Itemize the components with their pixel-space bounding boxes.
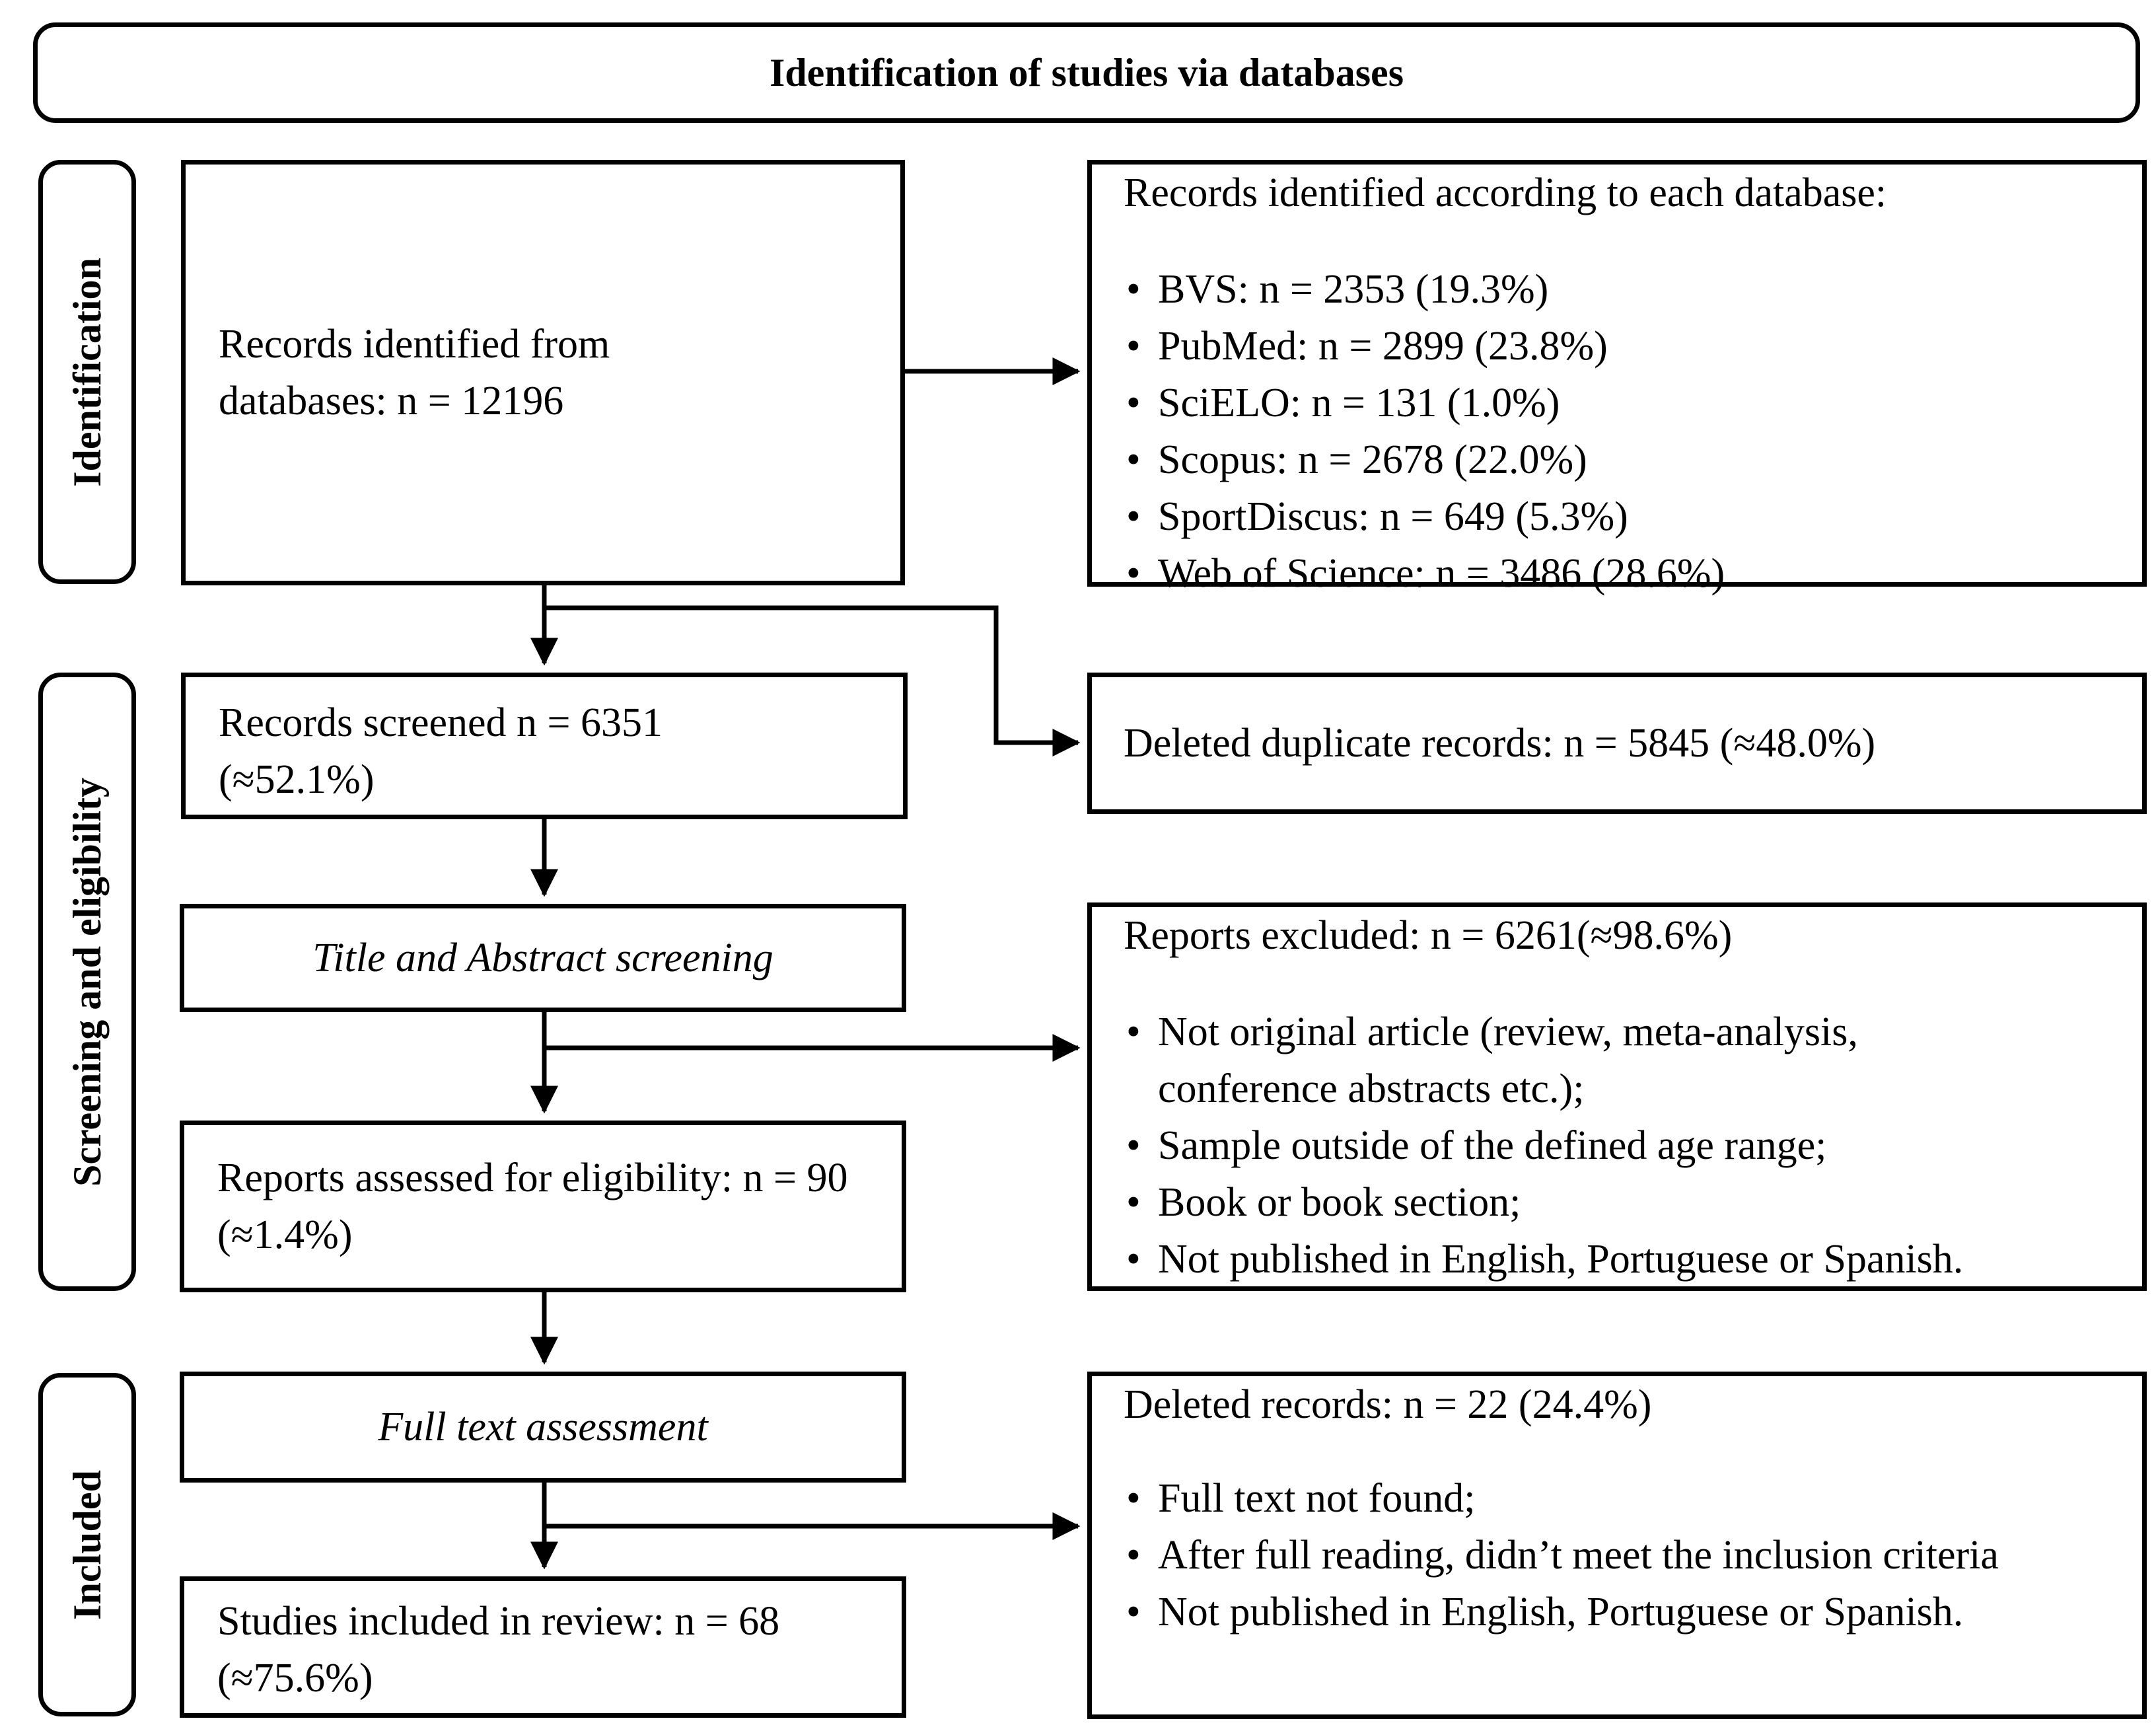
- list-item: Web of Science: n = 3486 (28.6%): [1124, 545, 2122, 602]
- records-identified-box: Records identified from databases: n = 1…: [181, 160, 905, 585]
- list-item: PubMed: n = 2899 (23.8%): [1124, 318, 2122, 375]
- full-text-text: Full text assessment: [378, 1405, 708, 1450]
- list-item: After full reading, didn’t meet the incl…: [1124, 1527, 2017, 1584]
- arrow-to-duplicates: [544, 605, 1081, 756]
- list-item: SportDiscus: n = 649 (5.3%): [1124, 488, 2122, 545]
- eligibility-text: Reports assessed for eligibility: n = 90…: [217, 1156, 848, 1257]
- duplicates-text: Deleted duplicate records: n = 5845 (≈48…: [1124, 721, 1876, 766]
- stage-screening: Screening and eligibility: [38, 673, 136, 1291]
- full-text-box: Full text assessment: [180, 1372, 906, 1483]
- list-item: SciELO: n = 131 (1.0%): [1124, 375, 2122, 431]
- list-item: Not published in English, Portuguese or …: [1124, 1231, 2075, 1288]
- database-list: BVS: n = 2353 (19.3%) PubMed: n = 2899 (…: [1124, 261, 2122, 602]
- studies-included-text: Studies included in review: n = 68 (≈75.…: [217, 1599, 780, 1701]
- stage-identification: Identification: [38, 160, 136, 584]
- records-identified-text: Records identified from databases: n = 1…: [219, 322, 610, 423]
- duplicates-box: Deleted duplicate records: n = 5845 (≈48…: [1087, 673, 2147, 814]
- studies-included-box: Studies included in review: n = 68 (≈75.…: [180, 1576, 906, 1718]
- reports-excluded-title: Reports excluded: n = 6261(≈98.6%): [1124, 913, 1733, 958]
- deleted-records-list: Full text not found; After full reading,…: [1124, 1470, 2122, 1640]
- flow-header-title: Identification of studies via databases: [769, 50, 1404, 94]
- records-screened-text: Records screened n = 6351 (≈52.1%): [219, 700, 663, 802]
- by-database-box: Records identified according to each dat…: [1087, 160, 2147, 602]
- list-item: Book or book section;: [1124, 1174, 2075, 1231]
- flow-header: Identification of studies via databases: [33, 22, 2140, 123]
- list-item: Sample outside of the defined age range;: [1124, 1117, 2075, 1174]
- stage-included: Included: [38, 1373, 136, 1716]
- deleted-records-title: Deleted records: n = 22 (24.4%): [1124, 1382, 1652, 1427]
- exclusion-list: Not original article (review, meta-analy…: [1124, 1004, 2075, 1288]
- list-item: Not published in English, Portuguese or …: [1124, 1584, 2122, 1640]
- by-database-title: Records identified according to each dat…: [1124, 170, 1887, 215]
- deleted-records-box: Deleted records: n = 22 (24.4%) Full tex…: [1087, 1372, 2147, 1719]
- title-abstract-text: Title and Abstract screening: [312, 936, 773, 980]
- reports-excluded-box: Reports excluded: n = 6261(≈98.6%) Not o…: [1087, 902, 2147, 1291]
- records-screened-box: Records screened n = 6351 (≈52.1%): [181, 673, 908, 819]
- list-item: Scopus: n = 2678 (22.0%): [1124, 431, 2122, 488]
- list-item: Not original article (review, meta-analy…: [1124, 1004, 1990, 1117]
- list-item: Full text not found;: [1124, 1470, 2122, 1527]
- list-item: BVS: n = 2353 (19.3%): [1124, 261, 2122, 318]
